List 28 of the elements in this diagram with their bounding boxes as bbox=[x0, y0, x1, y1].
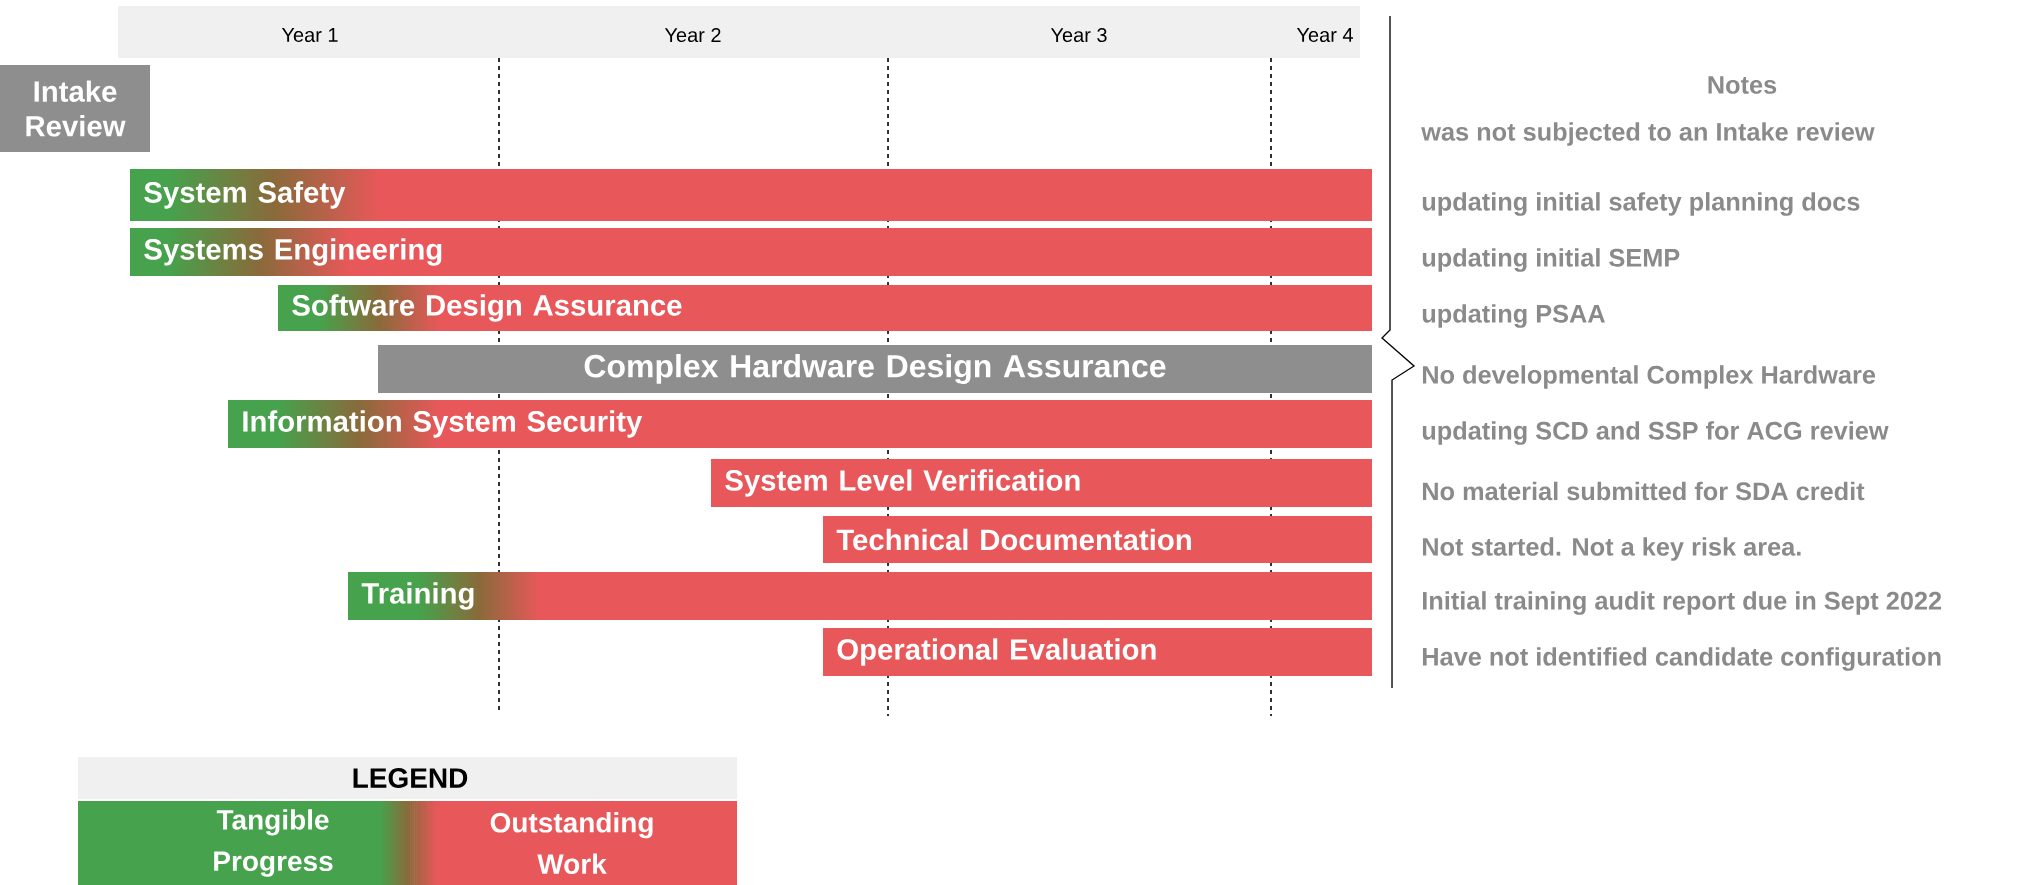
note-text: updating initial safety planning docs bbox=[1422, 192, 1860, 216]
legend-heading: LEGEND bbox=[78, 757, 737, 799]
timeline-bar: Training bbox=[348, 572, 1372, 620]
note-text: No material submitted for SDA credit bbox=[1422, 481, 1865, 501]
review-box: Intake Review bbox=[0, 65, 150, 152]
timeline-bar: Systems Engineering bbox=[130, 228, 1372, 276]
year-label: Year 3 bbox=[1050, 27, 1107, 43]
note-text: updating SCD and SSP for ACG review bbox=[1422, 421, 1889, 445]
timeline-bar: Information System Security bbox=[228, 400, 1372, 448]
legend-text: Tangible Progress bbox=[214, 809, 333, 877]
note-text: Have not identified candidate configuration bbox=[1422, 647, 1941, 671]
timeline-bar: System Safety bbox=[130, 169, 1372, 221]
note-text: updating PSAA bbox=[1422, 304, 1605, 328]
note-text: was not subjected to an Intake review bbox=[1421, 122, 1875, 146]
year-label: Year 2 bbox=[664, 27, 721, 43]
timeline-bar: System Level Verification bbox=[711, 459, 1372, 507]
timeline-bar: Software Design Assurance bbox=[278, 285, 1372, 331]
notes-heading: Notes bbox=[1708, 76, 1777, 94]
note-text: updating initial SEMP bbox=[1422, 248, 1680, 272]
legend-text: Outstanding Work bbox=[490, 812, 653, 874]
timeline-bar: Technical Documentation bbox=[823, 516, 1372, 563]
timeline-bar: Operational Evaluation bbox=[823, 628, 1372, 676]
year-label: Year 1 bbox=[281, 28, 338, 42]
year-label: Year 4 bbox=[1296, 28, 1353, 42]
note-text: No developmental Complex Hardware bbox=[1422, 365, 1876, 389]
note-text: Not started. Not a key risk area. bbox=[1422, 537, 1801, 561]
note-text: Initial training audit report due in Sept 2022 bbox=[1422, 591, 1942, 615]
timeline-bar: Complex Hardware Design Assurance bbox=[378, 345, 1372, 393]
